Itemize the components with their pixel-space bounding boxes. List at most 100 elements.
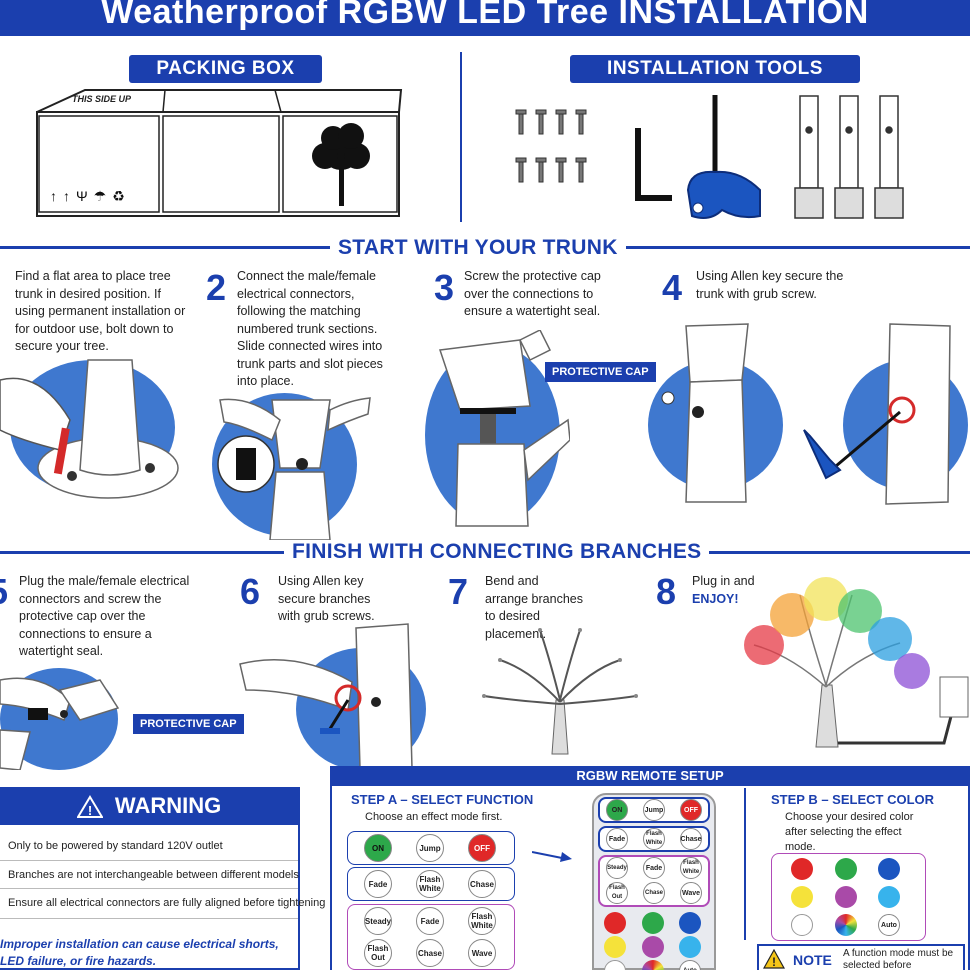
wave-button[interactable]: Wave <box>468 939 496 967</box>
flash-out-button[interactable]: Flash Out <box>364 939 392 967</box>
step-2-text: Connect the male/female electrical conne… <box>237 269 383 388</box>
steady-button[interactable]: Steady <box>364 907 392 935</box>
fade-button[interactable]: Fade <box>364 870 392 898</box>
packing-box-illustration <box>36 89 403 217</box>
svg-text:!: ! <box>88 803 92 818</box>
remote-flash-white-button[interactable]: Flash White <box>643 828 665 850</box>
function-row-3: Steady Fade Flash White Flash Out Chase … <box>347 904 515 970</box>
red-color-button[interactable] <box>791 858 813 880</box>
step-6-number: 6 <box>240 571 261 612</box>
rainbow-color-button[interactable] <box>835 914 857 936</box>
remote-wave-button[interactable]: Wave <box>680 882 702 904</box>
cyan-color-button[interactable] <box>878 886 900 908</box>
tree-silhouette-icon <box>312 123 370 206</box>
yellow-color-button[interactable] <box>791 886 813 908</box>
bare-tree-icon <box>482 628 638 755</box>
remote-purple-button[interactable] <box>642 936 664 958</box>
step-8-text-main: Plug in and <box>692 574 755 588</box>
remote-rainbow-button[interactable] <box>642 960 664 970</box>
step-5-text: Plug the male/female electrical connecto… <box>19 574 190 658</box>
step-3-number: 3 <box>434 267 455 308</box>
chase-button[interactable]: Chase <box>468 870 496 898</box>
lit-rgb-tree-icon <box>744 577 969 748</box>
branch-section-title: FINISH WITH CONNECTING BRANCHES <box>284 540 710 564</box>
page-title-text: Weatherproof RGBW LED Tree INSTALLATION <box>101 0 869 31</box>
protective-cap-tag-trunk: PROTECTIVE CAP <box>545 362 656 382</box>
flash-white-button[interactable]: Flash White <box>416 870 444 898</box>
auto-color-button[interactable]: Auto <box>878 914 900 936</box>
step-b-title: STEP B – SELECT COLOR <box>771 792 935 807</box>
remote-row-2: Fade Flash White Chase <box>598 826 710 852</box>
function-row-2: Fade Flash White Chase <box>347 867 515 901</box>
remote-on-button[interactable]: ON <box>606 799 628 821</box>
warning-item-1: Only to be powered by standard 120V outl… <box>8 840 223 852</box>
remote-chase-button[interactable]: Chase <box>680 828 702 850</box>
remote-row-1: ON Jump OFF <box>598 797 710 823</box>
remote-fade-button[interactable]: Fade <box>606 828 628 850</box>
tools-illustration <box>515 95 904 219</box>
arrow-right-icon <box>532 851 572 862</box>
fade-button-2[interactable]: Fade <box>416 907 444 935</box>
installation-tools-label: INSTALLATION TOOLS <box>570 55 860 83</box>
note-text: A function mode must be selected before <box>843 948 954 970</box>
step-8-number: 8 <box>656 571 677 612</box>
step-7-text: Bend and arrange branches to desired pla… <box>485 574 583 641</box>
remote-flash-white-button-2[interactable]: Flash White <box>680 857 702 879</box>
step-1-illustration <box>0 359 179 499</box>
green-color-button[interactable] <box>835 858 857 880</box>
purple-color-button[interactable] <box>835 886 857 908</box>
remote-off-button[interactable]: OFF <box>680 799 702 821</box>
white-color-button[interactable] <box>791 914 813 936</box>
page-title: Weatherproof RGBW LED Tree INSTALLATION <box>0 0 970 36</box>
remote-chase-button-2[interactable]: Chase <box>643 882 665 904</box>
remote-steady-button[interactable]: Steady <box>606 857 628 879</box>
warning-triangle-icon: ! <box>763 949 785 969</box>
remote-fade-button-2[interactable]: Fade <box>643 857 665 879</box>
step-4a-illustration <box>661 323 749 503</box>
step-5-number: 5 <box>0 574 8 610</box>
header-divider <box>460 52 462 222</box>
this-side-up-text: THIS SIDE UP <box>72 94 132 104</box>
warning-divider-2 <box>0 888 298 889</box>
remote-cyan-button[interactable] <box>679 936 701 958</box>
flash-white-button-2[interactable]: Flash White <box>468 907 496 935</box>
blue-color-button[interactable] <box>878 858 900 880</box>
warning-divider-3 <box>0 918 298 919</box>
warning-header: ! WARNING <box>0 787 300 825</box>
t-handle-allen-key-icon <box>686 95 761 219</box>
step-a-title: STEP A – SELECT FUNCTION <box>351 792 534 807</box>
step-8-text: Plug in and ENJOY! <box>692 573 782 608</box>
step-a-desc: Choose an effect mode first. <box>365 811 503 823</box>
remote-blue-button[interactable] <box>679 912 701 934</box>
warning-icon: ! <box>76 795 103 819</box>
packing-box-label: PACKING BOX <box>129 55 322 83</box>
remote-jump-button[interactable]: Jump <box>643 799 665 821</box>
step-5-illustration <box>0 677 120 770</box>
step-6-text: Using Allen key secure branches with gru… <box>278 574 375 623</box>
screws-icon <box>515 109 587 183</box>
svg-text:!: ! <box>772 955 776 969</box>
on-button[interactable]: ON <box>364 834 392 862</box>
step-4-number: 4 <box>662 267 683 308</box>
function-row-1: ON Jump OFF <box>347 831 515 865</box>
handling-symbols-icon: ↑↑Ψ☂♻ <box>50 188 131 204</box>
warning-item-2: Branches are not interchangeable between… <box>8 869 299 881</box>
chase-button-2[interactable]: Chase <box>416 939 444 967</box>
step-3-illustration <box>438 330 570 527</box>
protective-cap-tag-branch: PROTECTIVE CAP <box>133 714 244 734</box>
color-grid: Auto <box>771 853 926 941</box>
remote-flash-out-button[interactable]: Flash Out <box>606 882 628 904</box>
warning-title: WARNING <box>114 793 222 818</box>
step-8-enjoy: ENJOY! <box>692 591 739 606</box>
connector-caps-icon <box>794 95 904 219</box>
off-button[interactable]: OFF <box>468 834 496 862</box>
warning-item-3: Ensure all electrical connectors are ful… <box>8 897 326 909</box>
step-1-text: Find a flat area to place tree trunk in … <box>15 269 186 353</box>
remote-green-button[interactable] <box>642 912 664 934</box>
step-b-desc: Choose your desired color after selectin… <box>785 811 914 853</box>
note-label: NOTE <box>793 952 832 968</box>
jump-button[interactable]: Jump <box>416 834 444 862</box>
remote-setup-header: RGBW REMOTE SETUP <box>330 766 970 786</box>
remote-yellow-button[interactable] <box>604 936 626 958</box>
remote-red-button[interactable] <box>604 912 626 934</box>
